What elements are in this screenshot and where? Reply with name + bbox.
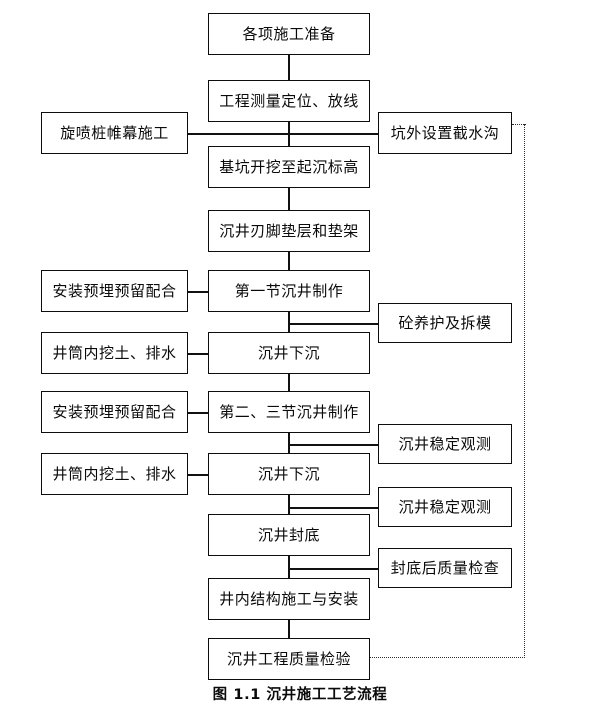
- node-c3: 基坑开挖至起沉标高: [208, 146, 370, 188]
- node-l4: 安装预埋预留配合: [41, 391, 188, 433]
- connector-d-top: [512, 124, 526, 125]
- connector-h-l3-c6: [188, 353, 208, 355]
- node-r3: 沉井稳定观测: [378, 424, 512, 464]
- node-c5: 第一节沉井制作: [208, 270, 370, 312]
- figure-caption: 图 1.1 沉井施工工艺流程: [212, 687, 388, 703]
- node-c1: 各项施工准备: [208, 13, 370, 55]
- connector-d-right: [524, 124, 525, 658]
- connector-v-c5-c6: [288, 312, 290, 332]
- connector-v-c8-c9: [288, 495, 290, 514]
- connector-h-l2-c5: [188, 291, 208, 293]
- node-c6: 沉井下沉: [208, 332, 370, 374]
- connector-h-c7-r3: [288, 444, 378, 446]
- node-c10: 井内结构施工与安装: [208, 578, 370, 620]
- node-l2: 安装预埋预留配合: [41, 270, 188, 312]
- node-c2: 工程测量定位、放线: [208, 80, 370, 122]
- connector-h-c5-r2: [288, 323, 378, 325]
- node-l5: 井筒内挖土、排水: [41, 453, 188, 495]
- connector-v-c10-c11: [288, 620, 290, 638]
- connector-v-c7-c8: [288, 433, 290, 453]
- node-r2: 砼养护及拆模: [378, 303, 512, 343]
- connector-v-c6-c7: [288, 374, 290, 391]
- connector-h-c8-r4: [288, 507, 378, 509]
- node-r1: 坑外设置截水沟: [378, 112, 512, 154]
- node-c8: 沉井下沉: [208, 453, 370, 495]
- connector-h-l1-trunk: [188, 133, 378, 135]
- node-l1: 旋喷桩帷幕施工: [41, 112, 188, 154]
- node-r5: 封底后质量检查: [378, 548, 512, 588]
- connector-v-c1-c2: [288, 55, 290, 80]
- connector-h-l5-c8: [188, 474, 208, 476]
- node-r4: 沉井稳定观测: [378, 487, 512, 527]
- connector-h-l4-c7: [188, 412, 208, 414]
- connector-v-c3-c4: [288, 188, 290, 210]
- node-c11: 沉井工程质量检验: [208, 638, 370, 680]
- node-c4: 沉井刃脚垫层和垫架: [208, 210, 370, 252]
- node-l3: 井筒内挖土、排水: [41, 332, 188, 374]
- connector-v-c4-c5: [288, 252, 290, 270]
- connector-h-c9-r5: [288, 568, 378, 570]
- node-c7: 第二、三节沉井制作: [208, 391, 370, 433]
- connector-d-bottom: [370, 657, 525, 658]
- node-c9: 沉井封底: [208, 514, 370, 556]
- connector-v-c9-c10: [288, 556, 290, 578]
